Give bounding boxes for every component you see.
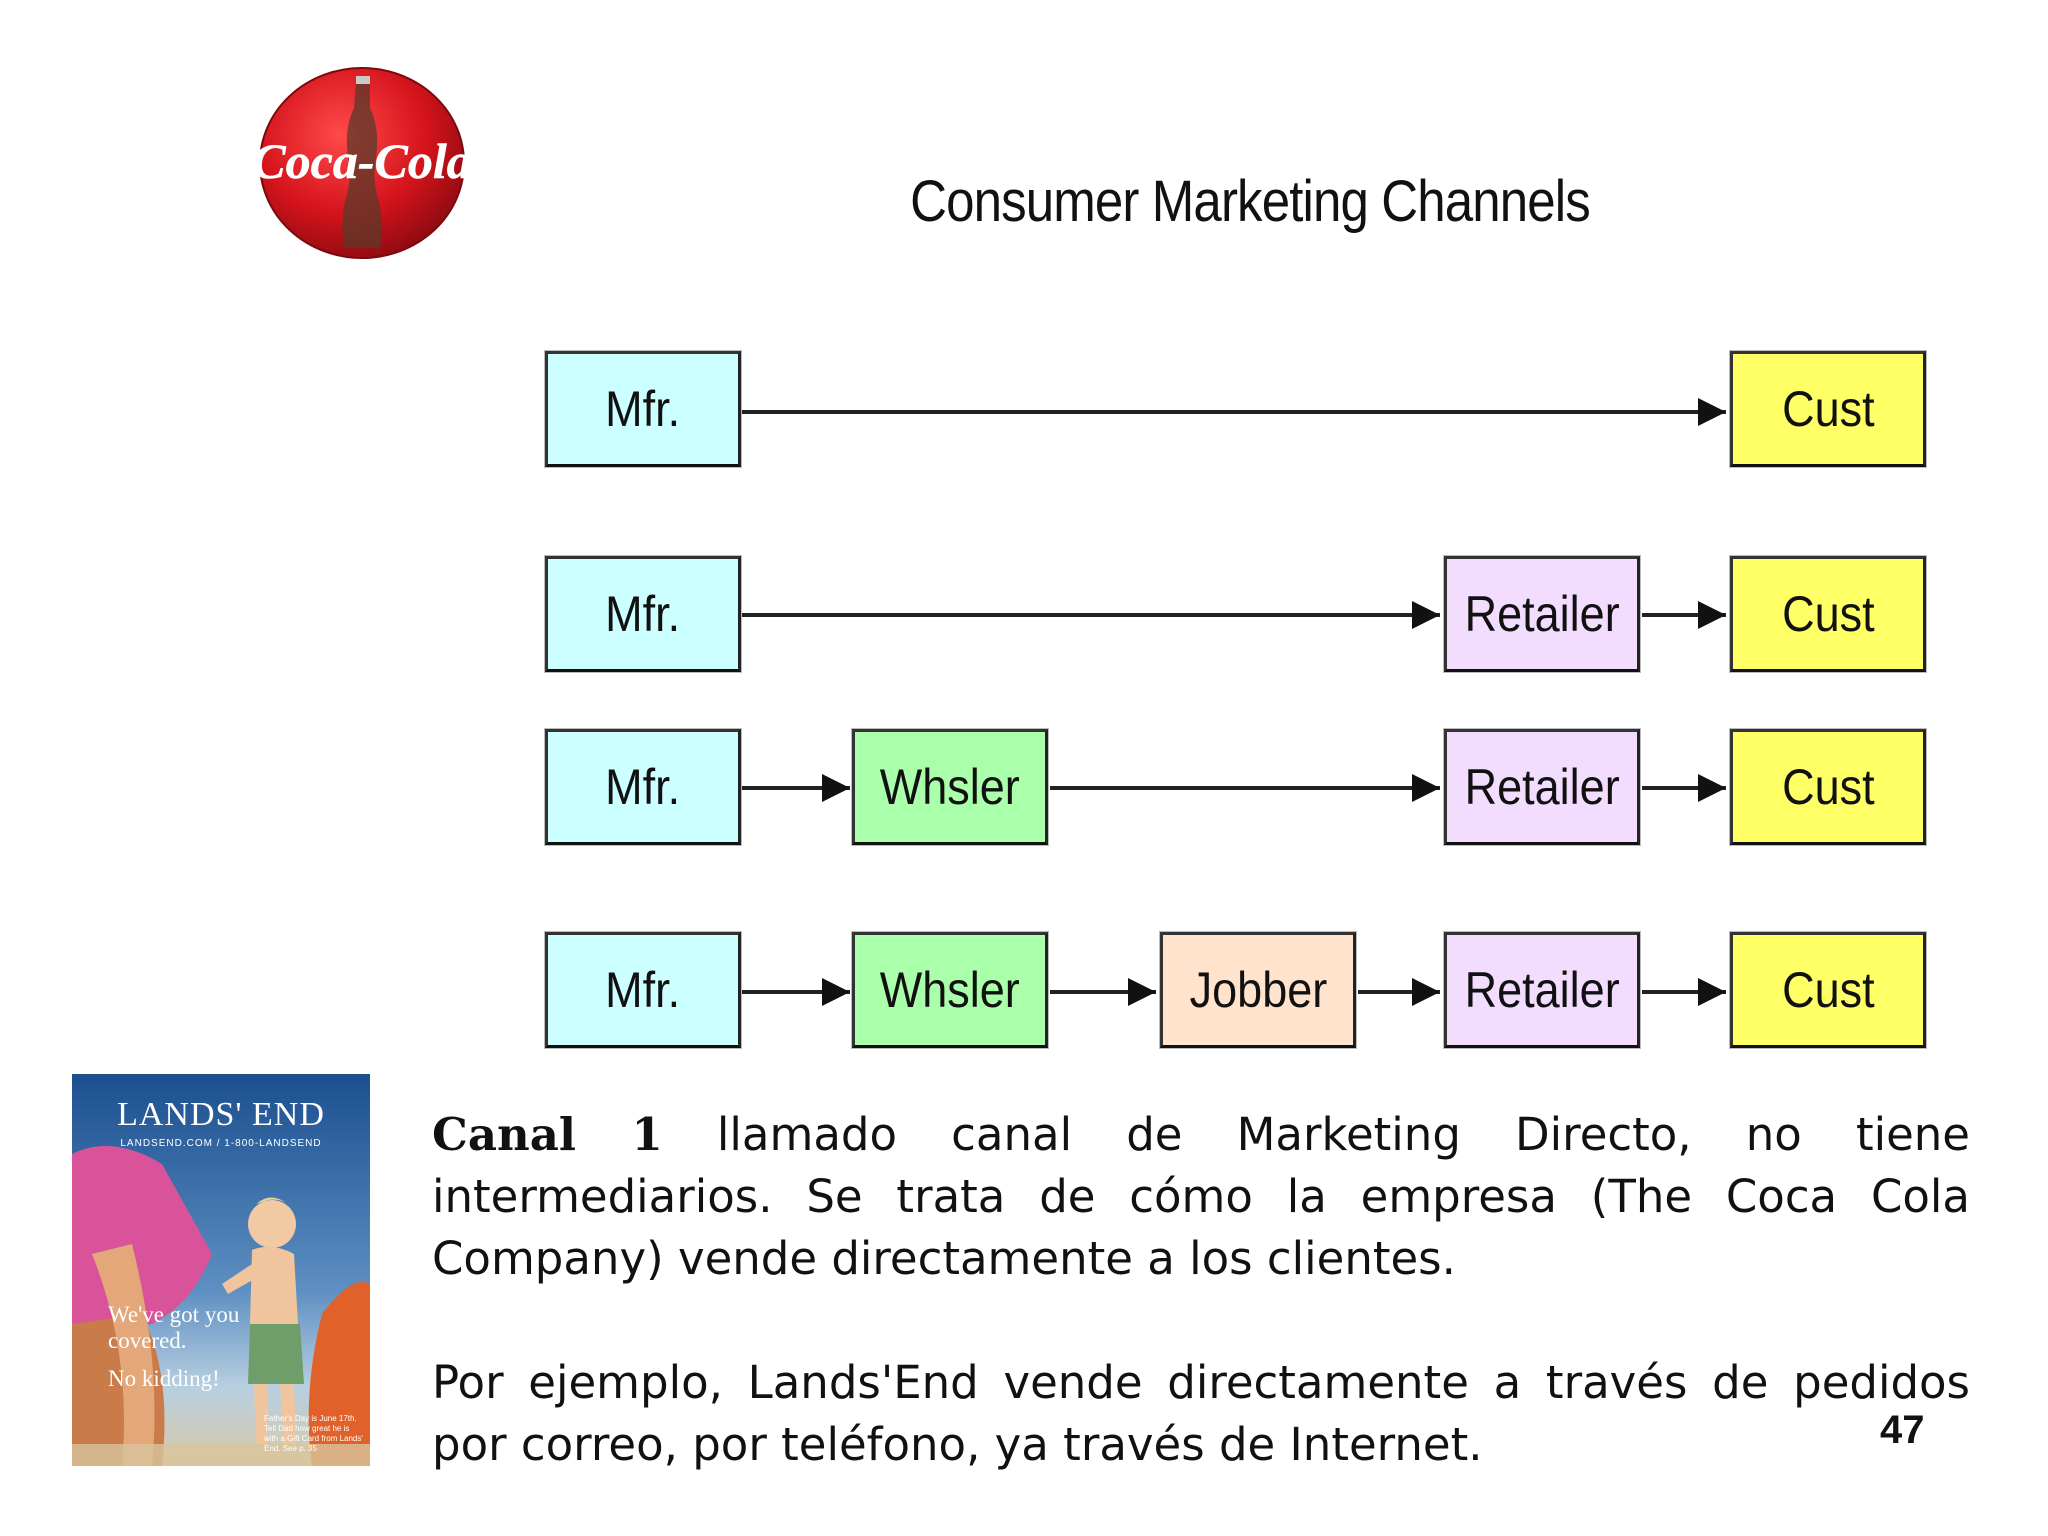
mfr-box: Mfr. xyxy=(545,351,741,467)
lands-end-catalog-image: LANDS' END LANDSEND.COM / 1-800-LANDSEND… xyxy=(72,1074,370,1466)
retailer-box: Retailer xyxy=(1444,932,1640,1048)
whsler-box: Whsler xyxy=(852,729,1048,845)
body-text: Canal 1 llamado canal de Marketing Direc… xyxy=(432,1104,1970,1476)
cust-box: Cust xyxy=(1730,932,1926,1048)
cust-box: Cust xyxy=(1730,351,1926,467)
cust-box: Cust xyxy=(1730,556,1926,672)
whsler-box: Whsler xyxy=(852,932,1048,1048)
paragraph-canal-1: Canal 1 llamado canal de Marketing Direc… xyxy=(432,1104,1970,1290)
catalog-fine-print: Father's Day is June 17th. Tell Dad how … xyxy=(264,1414,363,1453)
catalog-brand: LANDS' END xyxy=(117,1096,325,1133)
logo-wordmark: Coca-Cola xyxy=(258,133,466,189)
mfr-box: Mfr. xyxy=(545,932,741,1048)
catalog-tagline: We've got you covered. xyxy=(108,1302,240,1353)
catalog-url: LANDSEND.COM / 1-800-LANDSEND xyxy=(120,1138,322,1149)
mfr-box: Mfr. xyxy=(545,556,741,672)
retailer-box: Retailer xyxy=(1444,556,1640,672)
canal-description: llamado canal de Marketing Directo, no t… xyxy=(432,1108,1970,1285)
catalog-tagline-2: No kidding! xyxy=(108,1366,220,1391)
mfr-box: Mfr. xyxy=(545,729,741,845)
canal-label: Canal 1 xyxy=(432,1108,663,1161)
paragraph-example: Por ejemplo, Lands'End vende directament… xyxy=(432,1356,1970,1471)
cust-box: Cust xyxy=(1730,729,1926,845)
retailer-box: Retailer xyxy=(1444,729,1640,845)
diagram-title: Consumer Marketing Channels xyxy=(910,169,1591,234)
catalog-photo xyxy=(72,1074,370,1466)
page-number: 47 xyxy=(1880,1408,1925,1452)
jobber-box: Jobber xyxy=(1160,932,1356,1048)
coca-cola-logo: Coca-Cola xyxy=(258,67,466,259)
